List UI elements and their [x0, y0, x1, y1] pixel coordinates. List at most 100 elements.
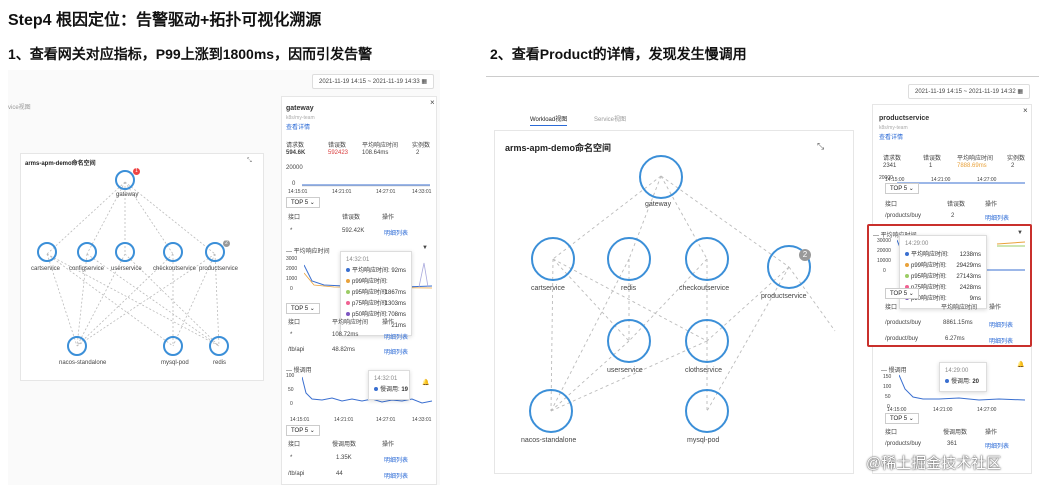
metric-header: 错误数: [328, 143, 347, 149]
axis-tick: 14:15:00: [885, 177, 905, 183]
top-select[interactable]: TOP 5 ⌄: [286, 425, 320, 436]
axis-tick: 20000: [286, 165, 303, 171]
node-label: cartservice: [531, 285, 565, 292]
detail-list-link[interactable]: 明细列表: [384, 474, 409, 480]
node-checkoutservice[interactable]: [685, 237, 729, 281]
node-label: clothservice: [685, 367, 722, 374]
node-gateway[interactable]: [639, 155, 683, 199]
axis-tick: 0: [290, 401, 293, 407]
node-userservice[interactable]: [115, 242, 135, 262]
detail-list-link[interactable]: 明细列表: [989, 323, 1014, 329]
node-nacos-standalone[interactable]: [529, 389, 573, 433]
axis-tick: 100: [286, 373, 295, 379]
highlight-box: — 平均响应时间 30000 20000 10000 0 14:29:00 平均…: [867, 224, 1032, 347]
axis-tick: 14:21:00: [933, 407, 953, 413]
table-header: 操作: [382, 442, 395, 448]
collapse-icon[interactable]: ⤡: [247, 158, 252, 164]
section-slow-calls: — 慢调用: [881, 368, 907, 374]
tooltip-row: p95响应时间: 27143ms: [905, 272, 981, 283]
table-header: 慢调用数: [943, 430, 968, 436]
top-select[interactable]: TOP 5 ⌄: [286, 303, 320, 314]
node-label: productservice: [761, 293, 807, 300]
section-avg-response: — 平均响应时间: [286, 249, 330, 255]
node-redis[interactable]: [607, 237, 651, 281]
left-date-range[interactable]: 2021-11-19 14:15 ~ 2021-11-19 14:33 ▦: [312, 74, 435, 89]
metric-value: 594.6K: [286, 150, 306, 156]
tooltip-row: p50响应时间: 21ms: [346, 310, 406, 329]
detail-list-link[interactable]: 明细列表: [985, 216, 1010, 222]
close-icon[interactable]: ×: [1023, 106, 1028, 115]
node-cartservice[interactable]: [531, 237, 575, 281]
table-header: 操作: [382, 320, 395, 326]
node-label: checkoutservice: [153, 266, 197, 272]
table-cell: *: [290, 228, 293, 234]
tooltip-row: p75响应时间: 2428ms: [905, 283, 981, 294]
collapse-icon[interactable]: ⤡: [817, 141, 825, 151]
metric-value: 1: [929, 163, 933, 169]
node-label: redis: [213, 360, 227, 366]
table-cell: 2: [951, 213, 955, 219]
table-cell: *: [290, 455, 293, 461]
bell-icon[interactable]: ▼: [1017, 230, 1023, 236]
tab-service[interactable]: Service视图: [594, 117, 627, 123]
calendar-icon: ▦: [1017, 89, 1024, 95]
node-checkoutservice[interactable]: [163, 242, 183, 262]
bell-icon[interactable]: 🔔: [1017, 362, 1025, 368]
bell-icon[interactable]: ▼: [422, 245, 428, 251]
table-header: 错误数: [342, 215, 361, 221]
node-label: userservice: [111, 266, 142, 272]
left-service-tab[interactable]: vice视图: [8, 105, 31, 111]
node-mysql-pod[interactable]: [163, 336, 183, 356]
panel-namespace: k8s/my-team: [286, 115, 315, 121]
detail-list-link[interactable]: 明细列表: [989, 339, 1014, 345]
axis-tick: 3000: [286, 256, 298, 262]
detail-list-link[interactable]: 明细列表: [384, 335, 409, 341]
top-select[interactable]: TOP 5 ⌄: [885, 183, 919, 194]
axis-tick: 0: [887, 404, 890, 410]
node-label: redis: [621, 285, 637, 292]
tooltip-row: 平均响应时间: 92ms: [346, 266, 406, 277]
node-clothservice[interactable]: [685, 319, 729, 363]
node-label: mysql-pod: [161, 360, 189, 366]
bell-icon[interactable]: 🔔: [422, 380, 430, 386]
table-cell: *: [290, 332, 293, 338]
tab-workload[interactable]: Workload视图: [530, 114, 568, 126]
detail-link[interactable]: 查看详情: [879, 135, 904, 141]
node-productservice[interactable]: [205, 242, 225, 262]
close-icon[interactable]: ×: [430, 98, 435, 107]
tooltip-row: 慢调用: 19: [374, 385, 408, 396]
detail-list-link[interactable]: 明细列表: [384, 458, 409, 464]
axis-tick: 1000: [286, 276, 298, 282]
node-mysql-pod[interactable]: [685, 389, 729, 433]
table-header: 操作: [382, 215, 395, 221]
right-topology: arms-apm-demo命名空间 ⤡ gateway cartservice …: [494, 130, 854, 474]
node-cartservice[interactable]: [37, 242, 57, 262]
detail-list-link[interactable]: 明细列表: [384, 350, 409, 356]
node-userservice[interactable]: [607, 319, 651, 363]
top-select[interactable]: TOP 5 ⌄: [286, 197, 320, 208]
axis-tick: 10000: [877, 258, 891, 264]
node-productservice[interactable]: [767, 245, 811, 289]
axis-tick: 0: [292, 181, 296, 187]
metric-value: 108.64ms: [362, 150, 389, 156]
axis-tick: 100: [883, 384, 892, 390]
error-chart: [302, 184, 430, 187]
right-date-range[interactable]: 2021-11-19 14:15 ~ 2021-11-19 14:32 ▦: [908, 84, 1031, 99]
detail-link[interactable]: 查看详情: [286, 125, 311, 131]
detail-list-link[interactable]: 明细列表: [384, 231, 409, 237]
top-select[interactable]: TOP 5 ⌄: [885, 288, 919, 299]
node-gateway[interactable]: [115, 170, 135, 190]
node-redis[interactable]: [209, 336, 229, 356]
slow-call-chart: [899, 374, 1026, 401]
node-configservice[interactable]: [77, 242, 97, 262]
top-select[interactable]: TOP 5 ⌄: [885, 413, 919, 424]
node-nacos-standalone[interactable]: [67, 336, 87, 356]
metric-header: 平均响应时间: [362, 143, 399, 149]
count-badge: 2: [223, 240, 230, 247]
table-cell: 1.35K: [336, 455, 352, 461]
metric-value: 2: [1011, 163, 1015, 169]
detail-list-link[interactable]: 明细列表: [985, 444, 1010, 450]
table-header: 接口: [885, 202, 898, 208]
right-namespace: arms-apm-demo命名空间: [505, 143, 612, 153]
table-cell: 44: [336, 471, 343, 477]
